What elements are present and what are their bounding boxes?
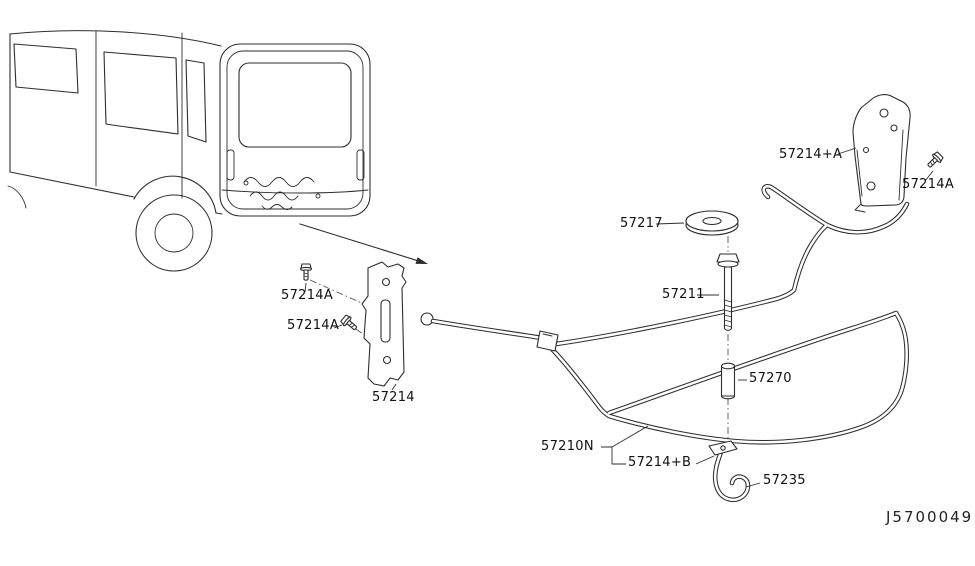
pointer-arrow bbox=[299, 223, 428, 264]
side-window-quarter bbox=[185, 59, 207, 143]
rear-wheel bbox=[135, 194, 213, 272]
part-label-57214: 57214 bbox=[372, 390, 415, 405]
diagram-code: J5700049 bbox=[886, 508, 974, 526]
side-window-mid bbox=[103, 51, 179, 135]
screw-57214a-side bbox=[339, 313, 360, 334]
washer-57217-drawing bbox=[685, 210, 739, 236]
bracket-57214-drawing bbox=[361, 261, 407, 387]
part-label-57214-plus-b: 57214+B bbox=[628, 455, 692, 470]
bracket-57214-plus-a-drawing bbox=[852, 94, 911, 213]
bolt-57211-drawing bbox=[716, 253, 740, 331]
part-label-57214a-right: 57214A bbox=[902, 177, 955, 192]
part-label-57214a-top: 57214A bbox=[281, 288, 334, 303]
screw-57214a-right bbox=[924, 150, 945, 171]
leader-lines bbox=[304, 147, 934, 488]
tube-end-loop bbox=[420, 312, 434, 326]
carrier-tube-assembly-drawing bbox=[420, 186, 907, 442]
part-label-57235: 57235 bbox=[763, 473, 806, 488]
part-label-57210n: 57210N bbox=[541, 439, 594, 454]
part-label-57214a-side: 57214A bbox=[287, 318, 340, 333]
hook-57235-drawing bbox=[708, 440, 748, 500]
part-label-57211: 57211 bbox=[662, 287, 705, 302]
side-window-front bbox=[13, 43, 79, 94]
vehicle-rear-illustration bbox=[7, 30, 371, 272]
part-label-57270: 57270 bbox=[749, 371, 792, 386]
part-label-57214-plus-a: 57214+A bbox=[779, 147, 843, 162]
screw-57214a-top bbox=[299, 263, 313, 281]
part-label-57217: 57217 bbox=[620, 216, 663, 231]
harness-squiggle bbox=[243, 177, 321, 210]
spacer-57270-drawing bbox=[720, 362, 736, 400]
tube-connector bbox=[536, 330, 559, 352]
